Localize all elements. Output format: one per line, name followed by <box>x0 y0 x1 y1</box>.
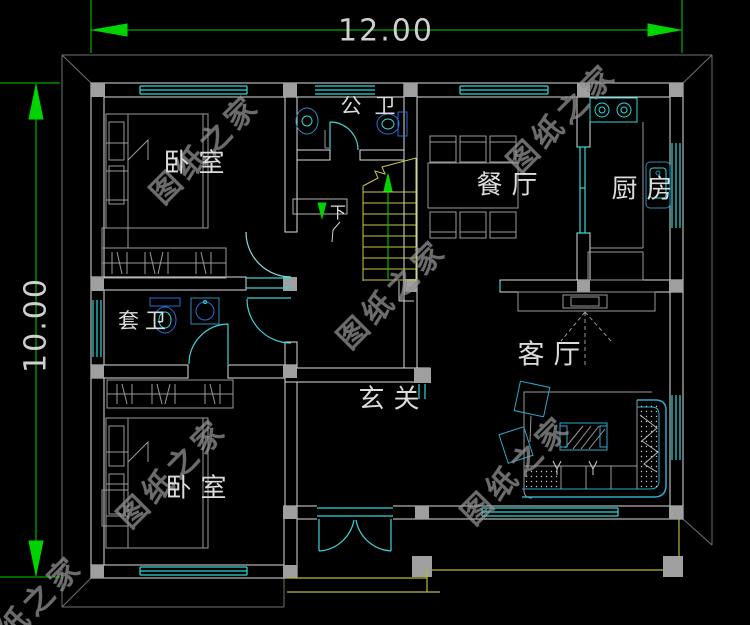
room-label-bedroom-bottom: 卧室 <box>165 472 236 503</box>
toilet-public <box>324 111 408 149</box>
dimension-width-label: 12.00 <box>338 13 434 49</box>
stove <box>589 97 638 123</box>
stairs-direction-label: 下 <box>329 205 347 222</box>
dining-table-set <box>427 135 519 239</box>
sink-ensuite <box>190 297 220 325</box>
furniture-layer <box>101 97 671 549</box>
bed-top <box>101 113 209 249</box>
room-label-bath-ensuite: 套卫 <box>118 310 172 333</box>
bed-bottom <box>101 417 209 549</box>
dim-arrow-left-icon <box>92 23 128 37</box>
dim-arrow-right-icon <box>647 23 681 37</box>
tv-projection-lines <box>560 311 612 366</box>
stair-landing <box>292 198 348 215</box>
dimension-lines <box>0 0 683 578</box>
tv-cabinet <box>517 291 656 312</box>
doors-layer <box>188 121 588 552</box>
kitchen-counter <box>587 122 644 281</box>
room-label-entry: 玄关 <box>358 383 429 414</box>
toilet-ensuite <box>149 297 181 334</box>
eave-outline <box>61 54 713 608</box>
staircase <box>292 157 417 302</box>
windows-layer <box>92 85 681 576</box>
porch-steps <box>287 519 680 593</box>
stair-down-arrow-icon <box>317 202 327 220</box>
side-chairs <box>498 380 551 464</box>
kitchen-sink <box>645 161 671 209</box>
dim-arrow-up-icon <box>28 84 44 120</box>
wardrobe-top <box>101 247 227 279</box>
room-label-dining: 餐厅 <box>476 169 547 200</box>
stair-leader-line <box>331 221 341 243</box>
room-label-bedroom-top: 卧室 <box>163 147 234 178</box>
columns-layer <box>91 83 683 578</box>
room-label-living: 客厅 <box>517 339 590 370</box>
sink-public <box>295 107 319 135</box>
room-label-bath-public: 公卫 <box>340 95 409 118</box>
room-label-kitchen: 厨房 <box>611 173 682 204</box>
stair-up-arrow-icon <box>383 173 393 279</box>
wardrobe-bottom <box>106 379 234 409</box>
coffee-table <box>559 422 608 451</box>
dim-arrow-down-icon <box>28 540 44 576</box>
sofa <box>522 391 667 499</box>
dimension-height-label: 10.00 <box>18 277 54 373</box>
